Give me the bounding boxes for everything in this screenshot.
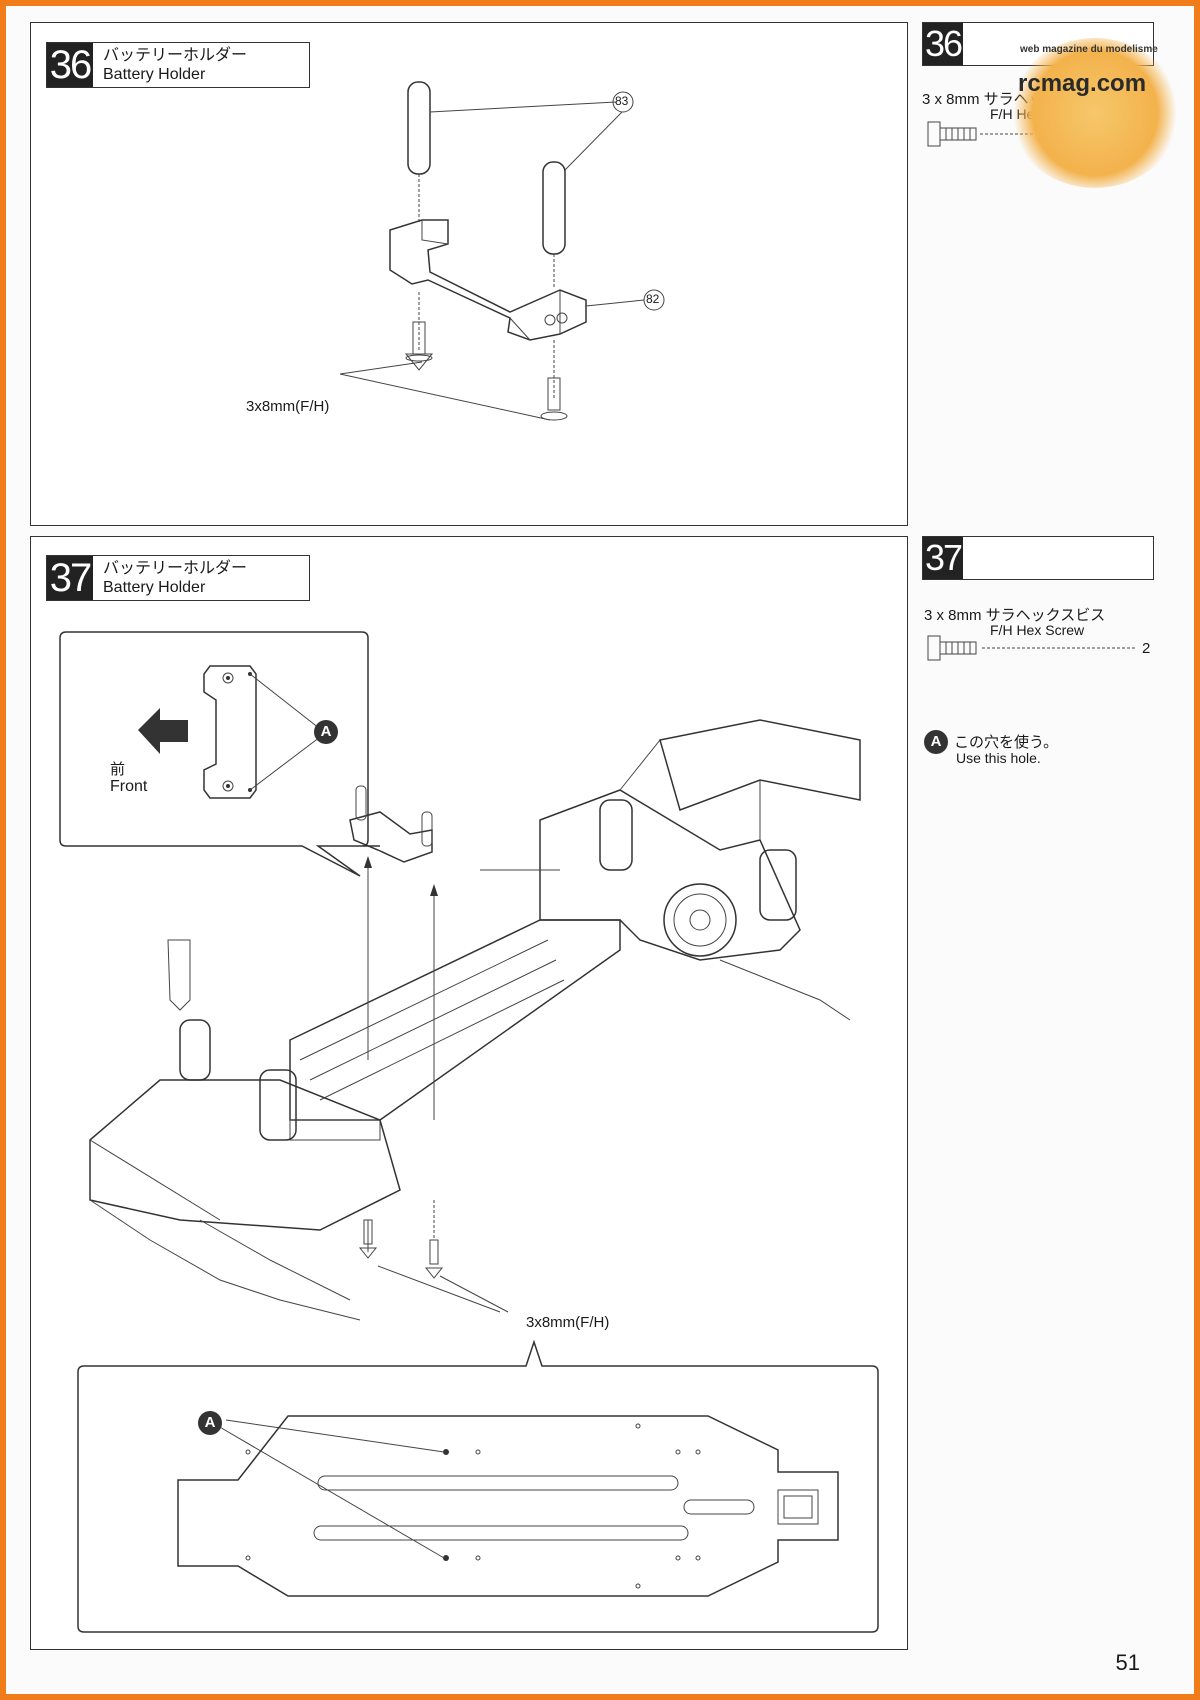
side-37-number: 37: [923, 537, 963, 579]
side-37-qty: 2: [1142, 640, 1151, 657]
front-arrow-icon: [138, 708, 188, 754]
watermark-tagline: web magazine du modelisme: [1020, 44, 1158, 55]
side-37-screw-icon: [927, 635, 1136, 661]
note-badge-a: A: [924, 730, 948, 754]
part-82-callout: 82: [646, 292, 660, 306]
page-number: 51: [1115, 1650, 1140, 1675]
front-label-en: Front: [110, 778, 148, 795]
side-37-screw-jp: 3 x 8mm サラヘックスビス: [924, 607, 1106, 624]
rcmag-watermark: [1010, 38, 1180, 188]
step-37-screw-label: 3x8mm(F/H): [526, 1314, 610, 1331]
step-37-title-jp: バッテリーホルダー: [103, 560, 248, 577]
battery-holder-exploded-diagram: [339, 81, 665, 421]
plate-callout-a: A: [198, 1411, 222, 1435]
holder-top-view-inset: [59, 631, 380, 877]
step-37-number: 37: [47, 556, 93, 600]
step-36-screw-label: 3x8mm(F/H): [246, 398, 330, 415]
part-83-callout: 83: [615, 94, 629, 108]
step-36-number: 36: [47, 43, 93, 87]
side-37-header: 37: [922, 536, 1154, 580]
watermark-site: rcmag.com: [1018, 70, 1147, 97]
front-label-jp: 前: [110, 761, 126, 778]
inset-callout-a: A: [314, 720, 338, 744]
step-36-title-en: Battery Holder: [103, 66, 206, 83]
chassis-assembly-diagram: [89, 719, 861, 1321]
step-37-header: 37 バッテリーホルダー Battery Holder: [46, 555, 310, 601]
note-en: Use this hole.: [956, 750, 1041, 766]
step-36-header: 36 バッテリーホルダー Battery Holder: [46, 42, 310, 88]
step-36-title-jp: バッテリーホルダー: [103, 47, 248, 64]
side-36-number: 36: [923, 23, 963, 65]
chassis-plate-inset: [77, 1339, 879, 1633]
note-jp: この穴を使う。: [954, 734, 1059, 751]
step-36-panel: [30, 22, 908, 526]
side-37-screw-en: F/H Hex Screw: [990, 622, 1085, 638]
step-37-title-en: Battery Holder: [103, 579, 206, 596]
